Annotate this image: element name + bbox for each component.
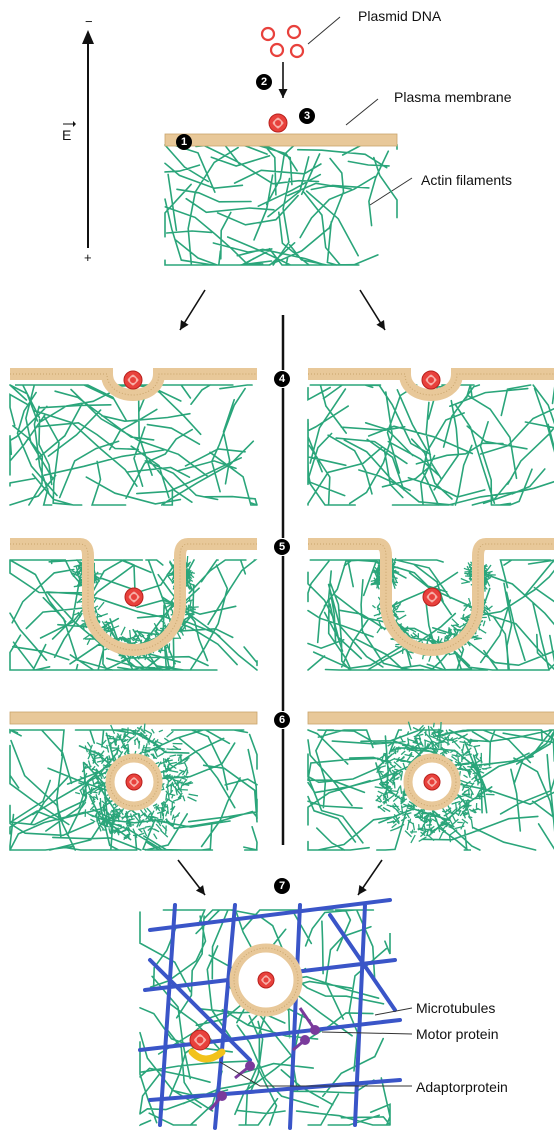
step-5-panel-right bbox=[308, 544, 554, 670]
axis-negative-sign: − bbox=[85, 14, 93, 29]
step-6-panel-left bbox=[10, 712, 257, 850]
step-7-marker: 7 bbox=[274, 878, 290, 894]
step-3-marker: 3 bbox=[299, 108, 315, 124]
plasma-membrane-label: Plasma membrane bbox=[394, 89, 512, 105]
step-7-cytoplasm-panel bbox=[140, 900, 400, 1128]
step-5-panel-left bbox=[10, 544, 257, 670]
plasmid-dna-complex bbox=[258, 972, 274, 988]
plasmid-dna-complex bbox=[269, 114, 287, 132]
field-axis-arrowhead bbox=[82, 30, 94, 44]
step-5-marker: 5 bbox=[274, 539, 290, 555]
electric-field-label: E bbox=[62, 127, 71, 143]
right-converge-arrow bbox=[358, 860, 382, 895]
motor-protein-label: Motor protein bbox=[416, 1026, 498, 1042]
adaptor-protein bbox=[192, 1052, 222, 1059]
left-converge-arrow bbox=[178, 860, 205, 895]
microtubules-label: Microtubules bbox=[416, 1000, 495, 1016]
actin-filament-network bbox=[308, 385, 554, 505]
actin-filaments-label: Actin filaments bbox=[421, 172, 512, 188]
plasmid-dna-leader bbox=[308, 17, 340, 44]
actin-filament-network bbox=[10, 385, 257, 505]
motor-protein-head bbox=[245, 1061, 255, 1071]
plasmid-dna-complex bbox=[424, 774, 440, 790]
plasmid-dna-complex bbox=[423, 588, 441, 606]
plasmid-migration-arrow bbox=[279, 62, 288, 98]
step-1-marker: 1 bbox=[176, 134, 192, 150]
plasmid-dna-complex bbox=[422, 371, 440, 389]
right-branch-arrow bbox=[360, 290, 385, 330]
electric-field-symbol: E bbox=[62, 127, 71, 143]
plasma-membrane bbox=[165, 134, 397, 146]
axis-positive-sign: + bbox=[84, 250, 92, 265]
actin-filament-network bbox=[165, 145, 397, 265]
plasmid-ring bbox=[262, 28, 274, 40]
adaptor-protein-label: Adaptorprotein bbox=[416, 1079, 508, 1095]
step-4-panel-left bbox=[10, 371, 257, 505]
plasmid-dna-complex bbox=[190, 1030, 210, 1050]
motor-protein-head bbox=[310, 1025, 320, 1035]
plasmid-dna-complex bbox=[124, 371, 142, 389]
plasmid-dna-label: Plasmid DNA bbox=[358, 8, 441, 24]
motor-protein-head bbox=[217, 1091, 227, 1101]
step-4-panel-right bbox=[308, 371, 554, 505]
initial-cell-panel bbox=[165, 114, 397, 265]
step-6-panel-right bbox=[308, 712, 554, 850]
step-2-marker: 2 bbox=[256, 74, 272, 90]
plasmid-dna-complex bbox=[126, 774, 142, 790]
step-4-marker: 4 bbox=[274, 371, 290, 387]
plasmid-dna-complex bbox=[125, 588, 143, 606]
motor-protein-head bbox=[300, 1035, 310, 1045]
motor-protein-leader bbox=[322, 1032, 412, 1034]
plasma-membrane-leader bbox=[346, 99, 378, 125]
vector-arrow-icon bbox=[62, 120, 76, 128]
plasmid-ring bbox=[288, 26, 300, 38]
left-branch-arrow bbox=[180, 290, 205, 330]
plasmid-ring bbox=[271, 44, 283, 56]
plasma-membrane bbox=[10, 712, 257, 724]
plasmid-ring bbox=[291, 45, 303, 57]
plasma-membrane bbox=[308, 712, 554, 724]
step-6-marker: 6 bbox=[274, 712, 290, 728]
